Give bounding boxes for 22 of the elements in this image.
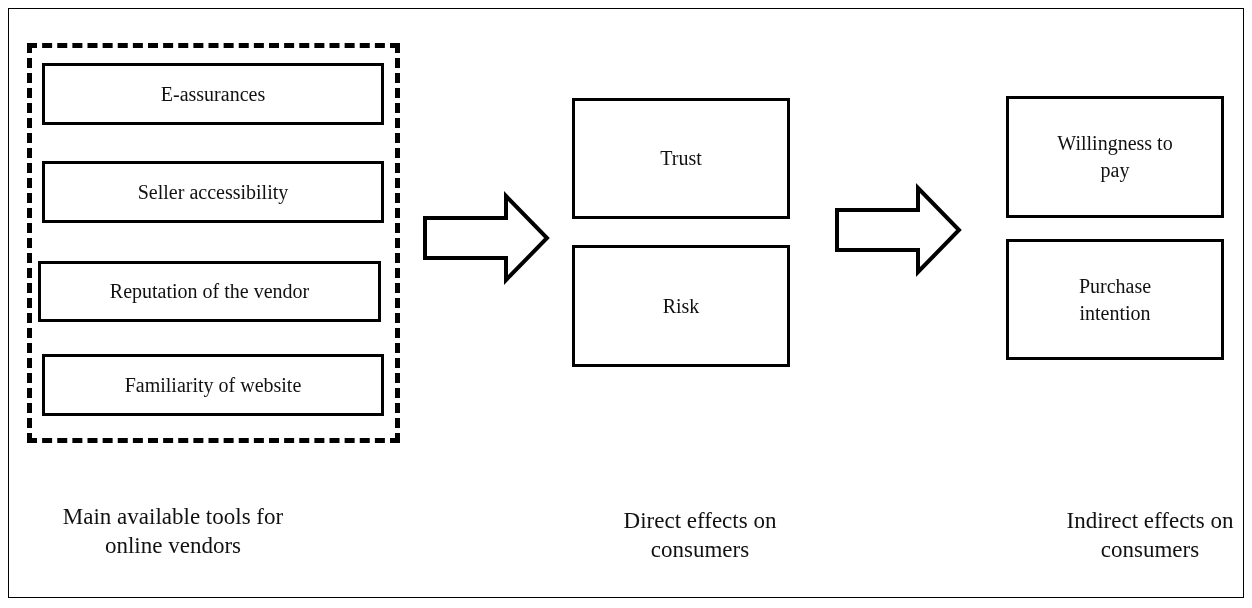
factor-box bbox=[1006, 96, 1224, 218]
factor-box bbox=[572, 245, 790, 367]
factor-label: Reputation of the vendor bbox=[109, 279, 310, 305]
block-arrow bbox=[423, 191, 550, 285]
factor-box bbox=[1006, 239, 1224, 360]
column-caption: Direct effects on consumers bbox=[622, 507, 778, 564]
factor-label: Familiarity of website bbox=[124, 372, 302, 399]
factor-box bbox=[42, 161, 384, 223]
factor-box bbox=[42, 354, 384, 416]
factor-label: Purchase intention bbox=[1077, 273, 1153, 326]
column-caption: Main available tools for online vendors bbox=[61, 503, 285, 560]
factor-label: E-assurances bbox=[160, 81, 266, 107]
factor-label: Willingness to pay bbox=[1056, 131, 1174, 184]
column-caption: Indirect effects on consumers bbox=[1065, 507, 1235, 564]
group-box bbox=[27, 43, 400, 443]
factor-label: Risk bbox=[662, 293, 700, 319]
factor-box bbox=[38, 261, 381, 322]
block-arrow bbox=[835, 183, 962, 277]
factor-label: Seller accessibility bbox=[137, 179, 289, 206]
factor-box bbox=[572, 98, 790, 219]
factor-box bbox=[42, 63, 384, 125]
factor-label: Trust bbox=[660, 146, 702, 171]
